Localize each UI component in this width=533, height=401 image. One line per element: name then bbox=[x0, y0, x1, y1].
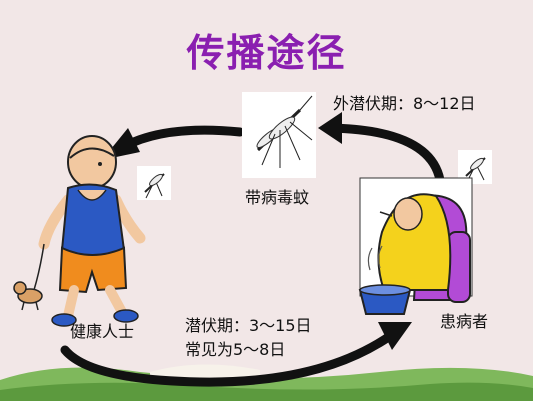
incubation-line-2: 常见为5～8日 bbox=[185, 340, 286, 359]
top-right-arrow bbox=[318, 112, 445, 185]
mosquito-small-icon bbox=[137, 166, 171, 200]
incubation-line-1: 潜伏期：3～15日 bbox=[185, 316, 312, 335]
patient-label: 患病者 bbox=[440, 312, 489, 331]
external-incubation-label: 外潜伏期：8～12日 bbox=[333, 94, 476, 113]
page-title: 传播途径 bbox=[186, 31, 347, 75]
top-left-arrow bbox=[102, 125, 245, 160]
healthy-person-illustration bbox=[13, 135, 146, 327]
healthy-person-label: 健康人士 bbox=[70, 322, 135, 341]
mosquito-small-icon-2 bbox=[458, 150, 492, 184]
mosquito-label: 带病毒蚊 bbox=[245, 188, 310, 207]
mosquito-main-icon bbox=[242, 92, 316, 178]
patient-illustration bbox=[358, 177, 473, 315]
bottom-arrow bbox=[60, 322, 412, 387]
